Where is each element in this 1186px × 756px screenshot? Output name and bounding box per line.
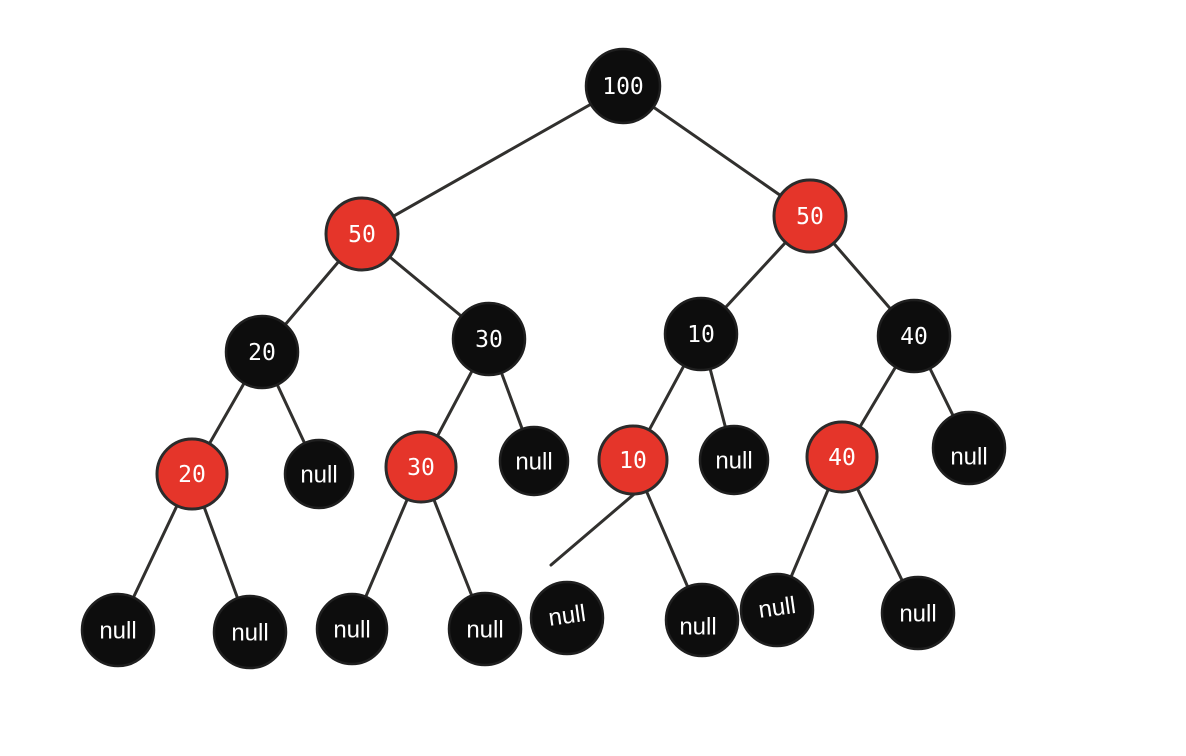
tree-node-100: 100: [584, 47, 662, 125]
null-node-circle: [664, 582, 740, 658]
tree-node-label: null: [950, 443, 987, 470]
null-node-circle: [498, 425, 570, 497]
tree-node-label: 50: [348, 222, 376, 248]
tree-node-label: null: [547, 600, 588, 632]
tree-node-40-red: 40: [805, 420, 879, 494]
tree-node-label: null: [715, 447, 752, 474]
null-node-circle: [80, 592, 156, 668]
tree-node-label: null: [300, 461, 337, 488]
value-node-circle: [772, 178, 848, 254]
value-node-circle: [155, 437, 229, 511]
tree-node-label: 100: [602, 74, 644, 100]
tree-node-null-l4-3: null: [698, 424, 770, 496]
value-node-circle: [451, 301, 527, 377]
tree-node-20-red: 20: [155, 437, 229, 511]
tree-node-null-l5-7: null: [739, 572, 815, 648]
tree-node-null-l5-5: null: [529, 580, 605, 656]
tree-node-label: null: [99, 617, 136, 644]
value-node-circle: [324, 196, 400, 272]
null-node-circle: [212, 594, 288, 670]
value-node-circle: [584, 47, 662, 125]
tree-node-label: null: [515, 448, 552, 475]
tree-edge: [360, 84, 625, 236]
tree-node-label: null: [757, 592, 798, 624]
tree-node-50-right: 50: [772, 178, 848, 254]
tree-node-label: null: [899, 600, 936, 627]
null-node-circle: [698, 424, 770, 496]
tree-node-null-l5-3: null: [315, 592, 389, 666]
null-node-circle: [931, 410, 1007, 486]
value-node-circle: [384, 430, 458, 504]
tree-node-label: null: [231, 619, 268, 646]
tree-node-label: 40: [900, 324, 928, 350]
tree-node-30-red: 30: [384, 430, 458, 504]
tree-node-label: 50: [796, 204, 824, 230]
null-node-circle: [447, 591, 523, 667]
value-node-circle: [224, 314, 300, 390]
tree-node-label: 20: [248, 340, 276, 366]
tree-node-30: 30: [451, 301, 527, 377]
tree-node-label: 20: [178, 462, 206, 488]
tree-node-label: null: [679, 613, 716, 640]
null-node-circle: [315, 592, 389, 666]
tree-node-null-l5-6: null: [664, 582, 740, 658]
tree-node-null-l4-4: null: [931, 410, 1007, 486]
tree-node-null-l5-8: null: [880, 575, 956, 651]
tree-node-20: 20: [224, 314, 300, 390]
value-node-circle: [597, 424, 669, 496]
tree-node-50-left: 50: [324, 196, 400, 272]
tree-node-null-l4-1: null: [283, 438, 355, 510]
value-node-circle: [663, 296, 739, 372]
value-node-circle: [805, 420, 879, 494]
null-node-circle: [880, 575, 956, 651]
tree-node-label: 30: [407, 455, 435, 481]
tree-node-null-l5-4: null: [447, 591, 523, 667]
tree-node-label: 10: [687, 322, 715, 348]
tree-node-label: 40: [828, 445, 856, 471]
null-node-circle: [283, 438, 355, 510]
tree-node-null-l5-2: null: [212, 594, 288, 670]
null-node-circle: [739, 572, 815, 648]
tree-node-label: 30: [475, 327, 503, 353]
value-node-circle: [876, 298, 952, 374]
tree-node-40: 40: [876, 298, 952, 374]
tree-node-10: 10: [663, 296, 739, 372]
null-node-circle: [529, 580, 605, 656]
tree-node-10-red: 10: [597, 424, 669, 496]
tree-node-null-l4-2: null: [498, 425, 570, 497]
tree-node-label: null: [466, 616, 503, 643]
tree-node-label: 10: [619, 448, 647, 474]
tree-node-label: null: [333, 616, 370, 643]
tree-node-null-l5-1: null: [80, 592, 156, 668]
